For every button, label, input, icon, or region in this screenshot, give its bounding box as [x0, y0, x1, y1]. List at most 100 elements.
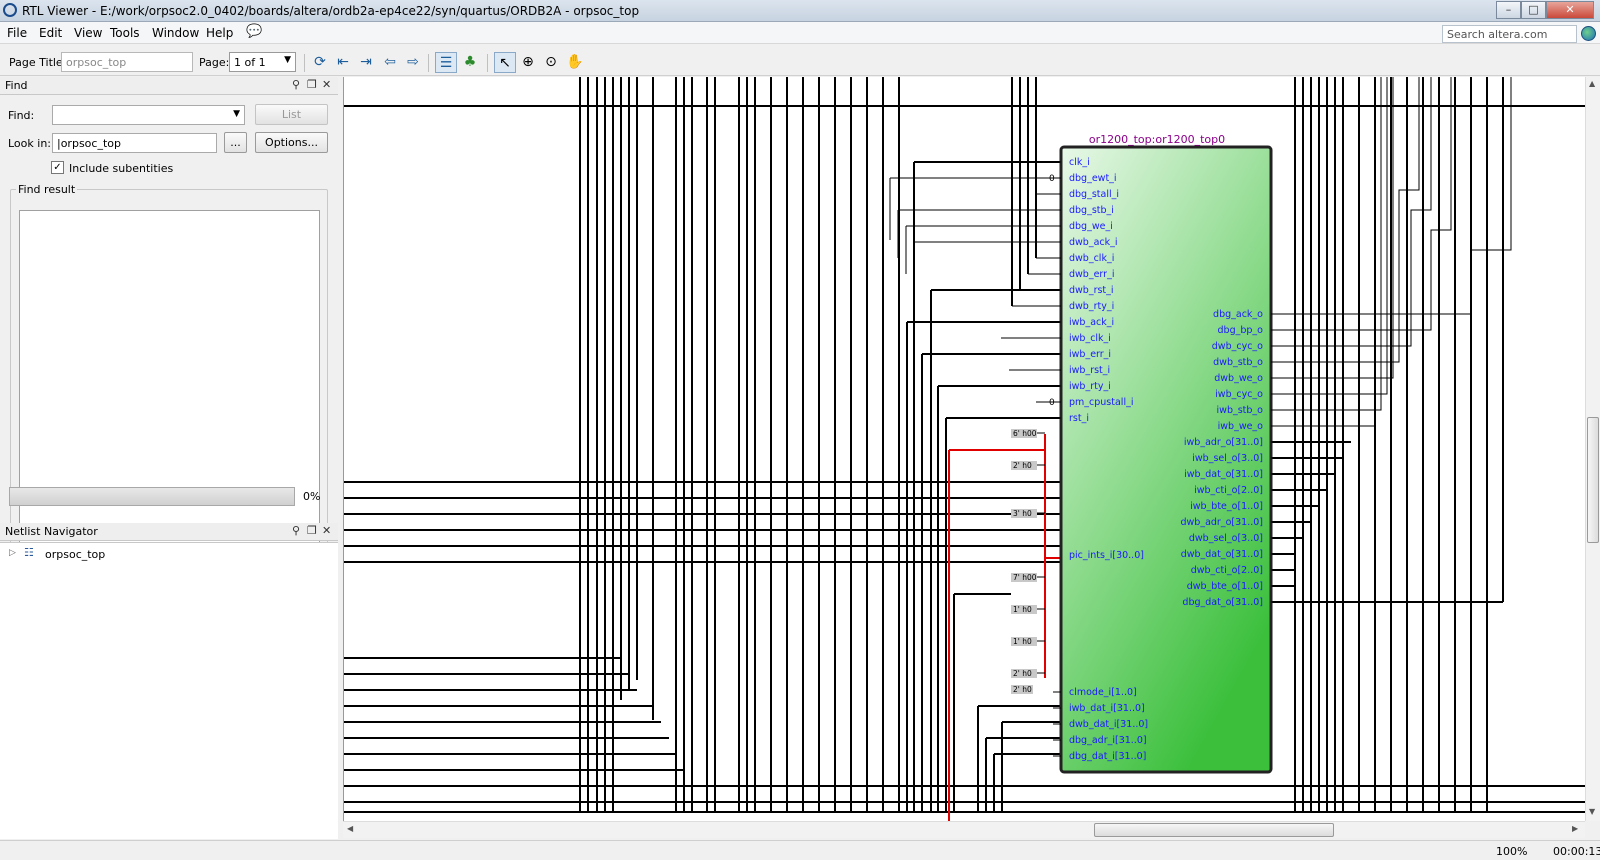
output-port-label: iwb_sel_o[3..0] [1192, 453, 1263, 464]
page-select-value: 1 of 1 [234, 56, 266, 69]
float-icon[interactable]: ❐ [307, 524, 317, 537]
output-port-label: iwb_bte_o[1..0] [1190, 501, 1263, 512]
input-port-label: pm_cpustall_i [1069, 397, 1133, 408]
horizontal-scroll-thumb[interactable] [1094, 823, 1334, 837]
previous-page-icon[interactable]: ⇤ [337, 54, 349, 70]
output-port-label: dwb_we_o [1214, 373, 1263, 384]
instance-title: or1200_top:or1200_top0 [1089, 133, 1225, 146]
menu-view[interactable]: View [74, 26, 103, 40]
input-port-label: iwb_err_i [1069, 349, 1111, 360]
scroll-left-icon[interactable]: ◀ [347, 824, 354, 833]
menu-edit[interactable]: Edit [39, 26, 63, 40]
constant-box [1011, 685, 1033, 694]
options-button[interactable]: Options... [255, 132, 328, 153]
left-pane: Find ⚲ ❐ ✕ Find: ▼ List Look in: |orpsoc… [0, 77, 338, 839]
netlist-navigator-header: Netlist Navigator ⚲ ❐ ✕ [0, 523, 338, 541]
output-port-label: dwb_cti_o[2..0] [1191, 565, 1263, 576]
find-combo[interactable]: ▼ [52, 105, 245, 125]
scroll-up-icon[interactable]: ▲ [1589, 79, 1596, 88]
hierarchy-list-icon[interactable]: ☰ [435, 52, 457, 73]
output-port-label: dwb_dat_o[31..0] [1181, 549, 1263, 560]
next-page-icon[interactable]: ⇥ [360, 54, 372, 70]
zoom-in-icon[interactable]: ⊕ [522, 54, 534, 70]
pin-icon[interactable]: ⚲ [292, 78, 301, 91]
browse-button[interactable]: ... [224, 132, 247, 153]
include-subentities-checkbox[interactable]: ✓ [51, 161, 64, 174]
menu-help[interactable]: Help [206, 26, 234, 40]
tree-node-orpsoc-top[interactable]: orpsoc_top [45, 548, 106, 561]
input-port-label: dbg_ewt_i [1069, 173, 1117, 184]
output-port-label: dwb_bte_o[1..0] [1187, 581, 1263, 592]
zoom-level: 100% [1496, 845, 1528, 858]
output-port-label: dbg_ack_o [1213, 309, 1263, 320]
find-result-label: Find result [16, 183, 78, 196]
comment-icon[interactable]: 💬 [246, 24, 263, 39]
chevron-down-icon: ▼ [284, 55, 291, 65]
scroll-down-icon[interactable]: ▼ [1589, 807, 1596, 816]
refresh-icon[interactable]: ⟳ [314, 54, 326, 70]
chevron-down-icon: ▼ [233, 109, 240, 119]
forward-icon[interactable]: ⇨ [407, 54, 419, 70]
output-port-label: iwb_we_o [1218, 421, 1264, 432]
output-port-label: iwb_adr_o[31..0] [1184, 437, 1263, 448]
constant-label: 7' h00 [1013, 573, 1037, 582]
output-port-label: iwb_cti_o[2..0] [1194, 485, 1263, 496]
netlist-navigator-title: Netlist Navigator [5, 525, 98, 538]
vertical-scroll-thumb[interactable] [1587, 417, 1599, 543]
scroll-right-icon[interactable]: ▶ [1572, 824, 1579, 833]
output-port-label: dwb_adr_o[31..0] [1181, 517, 1264, 528]
minimize-button[interactable]: – [1496, 1, 1521, 19]
page-select[interactable]: 1 of 1 ▼ [229, 52, 296, 72]
or1200-top-block[interactable] [1059, 145, 1273, 774]
back-icon[interactable]: ⇦ [384, 54, 396, 70]
lower-input-port-label: clmode_i[1..0] [1069, 687, 1137, 698]
output-wires [1271, 77, 1512, 427]
page-title-input[interactable]: orpsoc_top [61, 52, 193, 72]
bus-input-port-label: pic_ints_i[30..0] [1069, 550, 1144, 561]
output-port-label: dbg_bp_o [1218, 325, 1264, 336]
input-port-label: iwb_clk_i [1069, 333, 1111, 344]
netlist-tree-icon[interactable]: ♣ [463, 54, 477, 70]
maximize-button[interactable]: □ [1521, 1, 1546, 19]
menu-tools[interactable]: Tools [110, 26, 140, 40]
input-port-label: rst_i [1069, 413, 1089, 424]
lower-input-port-label: dbg_dat_i[31..0] [1069, 751, 1146, 762]
output-port-label: iwb_cyc_o [1215, 389, 1263, 400]
selection-pointer-icon[interactable]: ↖ [494, 52, 516, 73]
hierarchy-icon: ☷ [24, 546, 34, 559]
input-port-label: dbg_stb_i [1069, 205, 1114, 216]
const-zero-ewt: 0 [1049, 174, 1055, 184]
horizontal-scrollbar[interactable]: ◀ ▶ [343, 821, 1585, 838]
search-altera-input[interactable]: Search altera.com [1442, 25, 1577, 43]
expand-arrow-icon[interactable]: ▷ [9, 548, 16, 558]
output-port-label: dwb_stb_o [1213, 357, 1263, 368]
menu-window[interactable]: Window [152, 26, 200, 40]
output-port-label: iwb_stb_o [1217, 405, 1264, 416]
find-combo-value [53, 110, 61, 116]
pin-icon[interactable]: ⚲ [292, 524, 301, 537]
hand-pan-icon[interactable]: ✋ [566, 54, 584, 70]
input-port-labels: clk_idbg_ewt_idbg_stall_idbg_stb_idbg_we… [1053, 157, 1148, 762]
vertical-scrollbar[interactable]: ▲ ▼ [1585, 77, 1600, 821]
globe-icon[interactable] [1581, 26, 1596, 41]
close-icon[interactable]: ✕ [322, 78, 332, 91]
wire-bundle [344, 77, 1585, 813]
look-in-input[interactable]: |orpsoc_top [52, 133, 217, 153]
float-icon[interactable]: ❐ [307, 78, 317, 91]
close-icon[interactable]: ✕ [322, 524, 332, 537]
output-port-label: dbg_dat_o[31..0] [1182, 597, 1263, 608]
zoom-fit-icon[interactable]: ⊙ [545, 54, 557, 70]
constant-label: 6' h00 [1013, 429, 1037, 438]
input-port-label: dbg_we_i [1069, 221, 1113, 232]
constant-label: 2' h0 [1013, 461, 1032, 470]
list-button[interactable]: List [255, 104, 328, 125]
look-in-label: Look in: [8, 137, 51, 150]
lower-input-port-label: iwb_dat_i[31..0] [1069, 703, 1145, 714]
close-window-button[interactable]: ✕ [1546, 1, 1594, 19]
constant-label: 1' h0 [1013, 605, 1032, 614]
toolbar-separator [304, 54, 305, 72]
constant-box [1011, 429, 1037, 438]
menu-file[interactable]: File [7, 26, 28, 40]
